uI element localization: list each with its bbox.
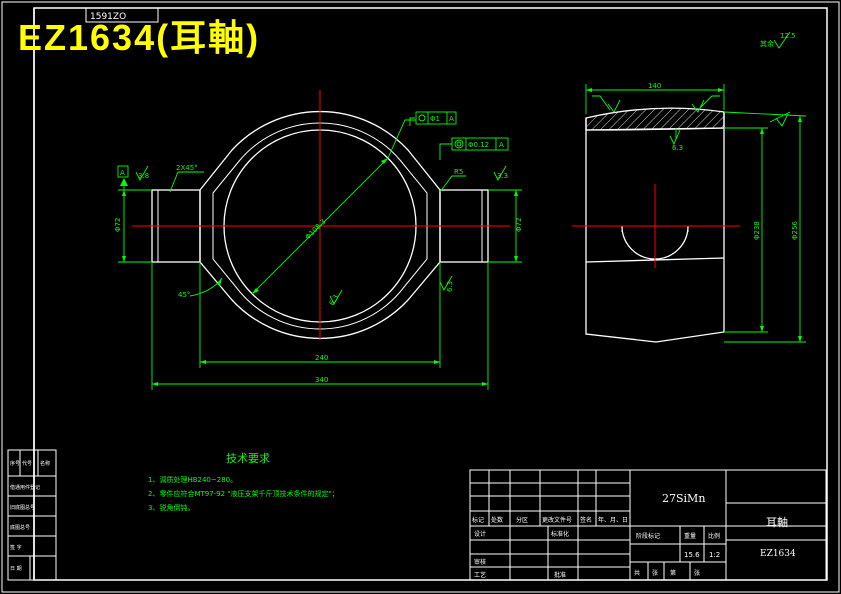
roughness-symbols-side bbox=[607, 99, 789, 146]
roughness-outer-right: 6.3 bbox=[446, 281, 454, 292]
rev-header-1: 标记 bbox=[472, 516, 484, 524]
side-centerlines bbox=[572, 184, 740, 268]
weight-label: 重量 bbox=[684, 532, 696, 540]
side-arrows bbox=[586, 88, 802, 342]
sheet-label-3: 第 bbox=[670, 569, 676, 577]
left-strip-header-3: 名称 bbox=[40, 460, 50, 467]
concentric-tolerance-datum: A bbox=[499, 141, 504, 149]
scale-value: 1:2 bbox=[709, 551, 720, 559]
designer-label: 设计 bbox=[474, 530, 486, 538]
right-shaft-dia-label: Φ72 bbox=[515, 218, 523, 232]
left-strip-row-1: 借通用件登记 bbox=[10, 484, 40, 491]
standardization-label: 标准化 bbox=[551, 530, 569, 538]
position-tolerance-value: Φ1 bbox=[430, 115, 440, 123]
general-roughness-symbol bbox=[773, 31, 791, 49]
left-strip-row-4: 签 字 bbox=[10, 544, 22, 551]
diameter-label: Φ108.3 bbox=[304, 218, 328, 242]
dim-240-label: 240 bbox=[315, 354, 328, 362]
left-strip-row-5: 日 期 bbox=[10, 566, 22, 572]
front-arrows bbox=[120, 158, 518, 386]
general-roughness-value: 12.5 bbox=[780, 32, 796, 40]
concentric-tolerance-frame bbox=[451, 137, 509, 151]
roughness-right-shaft: 3.3 bbox=[497, 172, 508, 180]
left-strip-header-2: 代号 bbox=[22, 460, 32, 467]
roughness-side-top: 6.3 bbox=[672, 144, 683, 152]
weight-value: 15.6 bbox=[684, 551, 700, 559]
angle-label: 45° bbox=[178, 291, 190, 299]
drawing-title: EZ1634(耳軸) bbox=[18, 17, 261, 58]
side-height-inner-label: Φ238 bbox=[753, 221, 761, 240]
concentric-tolerance-value: Φ0.12 bbox=[468, 141, 489, 149]
general-roughness-label: 其余 bbox=[760, 39, 774, 48]
scale-label: 比例 bbox=[708, 532, 720, 540]
datum-left-label: A bbox=[120, 169, 125, 177]
title-block-grid bbox=[469, 469, 827, 581]
tech-req-item-2: 2、零件应符合MT97-92 "液压支架千斤顶技术条件的规定"； bbox=[148, 489, 339, 498]
side-dimensions bbox=[585, 84, 807, 343]
tech-req-heading: 技术要求 bbox=[226, 452, 270, 465]
left-shaft-dia-label: Φ72 bbox=[114, 218, 122, 232]
left-strip-header-1: 序号 bbox=[10, 460, 20, 467]
side-width-label: 140 bbox=[648, 82, 661, 90]
side-height-outer-label: Φ256 bbox=[791, 221, 799, 240]
tech-req-item-1: 1、调质处理HB240~280。 bbox=[148, 475, 237, 484]
radius-label: R5 bbox=[454, 168, 463, 176]
sheet-label-4: 张 bbox=[694, 569, 700, 577]
approval-label: 批准 bbox=[554, 571, 566, 579]
front-centerlines bbox=[132, 90, 510, 340]
stage-label: 阶段标记 bbox=[636, 532, 660, 540]
sheet-label-1: 共 bbox=[634, 569, 640, 577]
tech-req-item-3: 3、锐角倒钝。 bbox=[148, 503, 194, 512]
chamfer-label: 2X45° bbox=[176, 164, 198, 172]
top-tab-text: 1591ZO bbox=[90, 12, 126, 22]
material-value: 27SiMn bbox=[662, 492, 705, 505]
rev-header-2: 处数 bbox=[491, 516, 503, 524]
roughness-symbols-front bbox=[135, 165, 507, 305]
rev-header-5: 签名 bbox=[580, 516, 592, 524]
part-name: 耳軸 bbox=[766, 515, 788, 529]
datum-box-left bbox=[117, 165, 129, 178]
process-label: 工艺 bbox=[474, 571, 486, 579]
top-tab bbox=[85, 7, 159, 23]
position-tolerance-frame bbox=[415, 111, 457, 125]
dim-340-label: 340 bbox=[315, 376, 328, 384]
rev-header-3: 分区 bbox=[516, 516, 528, 524]
rev-header-6: 年、月、日 bbox=[598, 516, 628, 524]
left-strip-row-3: 底图总号 bbox=[10, 524, 30, 531]
rev-header-4: 更改文件号 bbox=[542, 516, 572, 524]
left-strip-grid bbox=[7, 449, 57, 581]
drawing-number: EZ1634 bbox=[760, 549, 796, 559]
roughness-left-shaft: 3.8 bbox=[138, 172, 149, 180]
front-dimensions bbox=[118, 117, 522, 390]
reviewer-label: 审核 bbox=[474, 558, 486, 566]
sheet-label-2: 张 bbox=[652, 569, 658, 577]
left-strip-row-2: 旧底图总号 bbox=[10, 504, 35, 511]
position-tolerance-datum: A bbox=[449, 115, 454, 123]
